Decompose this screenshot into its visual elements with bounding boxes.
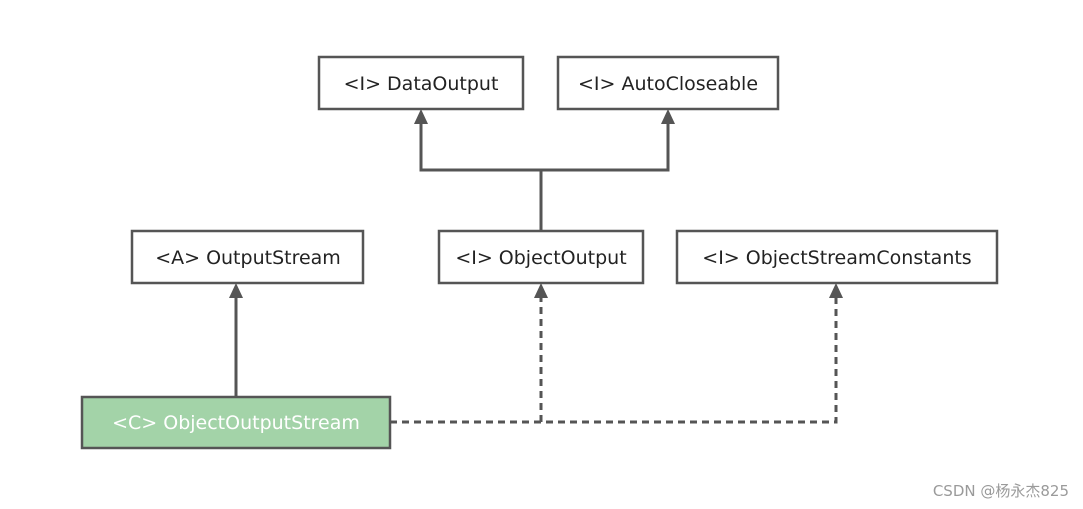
arrowhead-outputstream bbox=[229, 283, 243, 298]
node-label: <C> ObjectOutputStream bbox=[112, 412, 360, 434]
node-object-stream-constants: <I> ObjectStreamConstants bbox=[675, 229, 999, 285]
node-label: <I> ObjectOutput bbox=[455, 247, 626, 269]
arrowhead-objectstreamconstants bbox=[829, 283, 843, 298]
node-box bbox=[130, 229, 365, 285]
node-box bbox=[317, 55, 525, 111]
watermark: CSDN @杨永杰825 bbox=[932, 482, 1069, 500]
edges bbox=[234, 122, 838, 424]
node-object-output: <I> ObjectOutput bbox=[437, 229, 645, 285]
arrowhead-dataoutput bbox=[414, 109, 428, 124]
edge-oos-implements-line bbox=[390, 298, 838, 424]
node-box-highlight bbox=[80, 395, 392, 450]
edge-objectoutput-to-autocloseable bbox=[541, 122, 670, 172]
node-box bbox=[556, 55, 780, 111]
arrowhead-objectoutput bbox=[534, 283, 548, 298]
edge-objectoutput-to-dataoutput bbox=[419, 122, 541, 172]
node-label: <A> OutputStream bbox=[155, 247, 341, 269]
node-data-output: <I> DataOutput bbox=[317, 55, 525, 111]
node-auto-closeable: <I> AutoCloseable bbox=[556, 55, 780, 111]
node-label: <I> ObjectStreamConstants bbox=[702, 247, 971, 269]
arrowheads bbox=[229, 109, 843, 298]
node-output-stream: <A> OutputStream bbox=[130, 229, 365, 285]
node-box bbox=[675, 229, 999, 285]
node-object-output-stream: <C> ObjectOutputStream bbox=[80, 395, 392, 450]
node-label: <I> AutoCloseable bbox=[578, 73, 758, 95]
arrowhead-autocloseable bbox=[661, 109, 675, 124]
node-label: <I> DataOutput bbox=[344, 73, 499, 95]
node-box bbox=[437, 229, 645, 285]
